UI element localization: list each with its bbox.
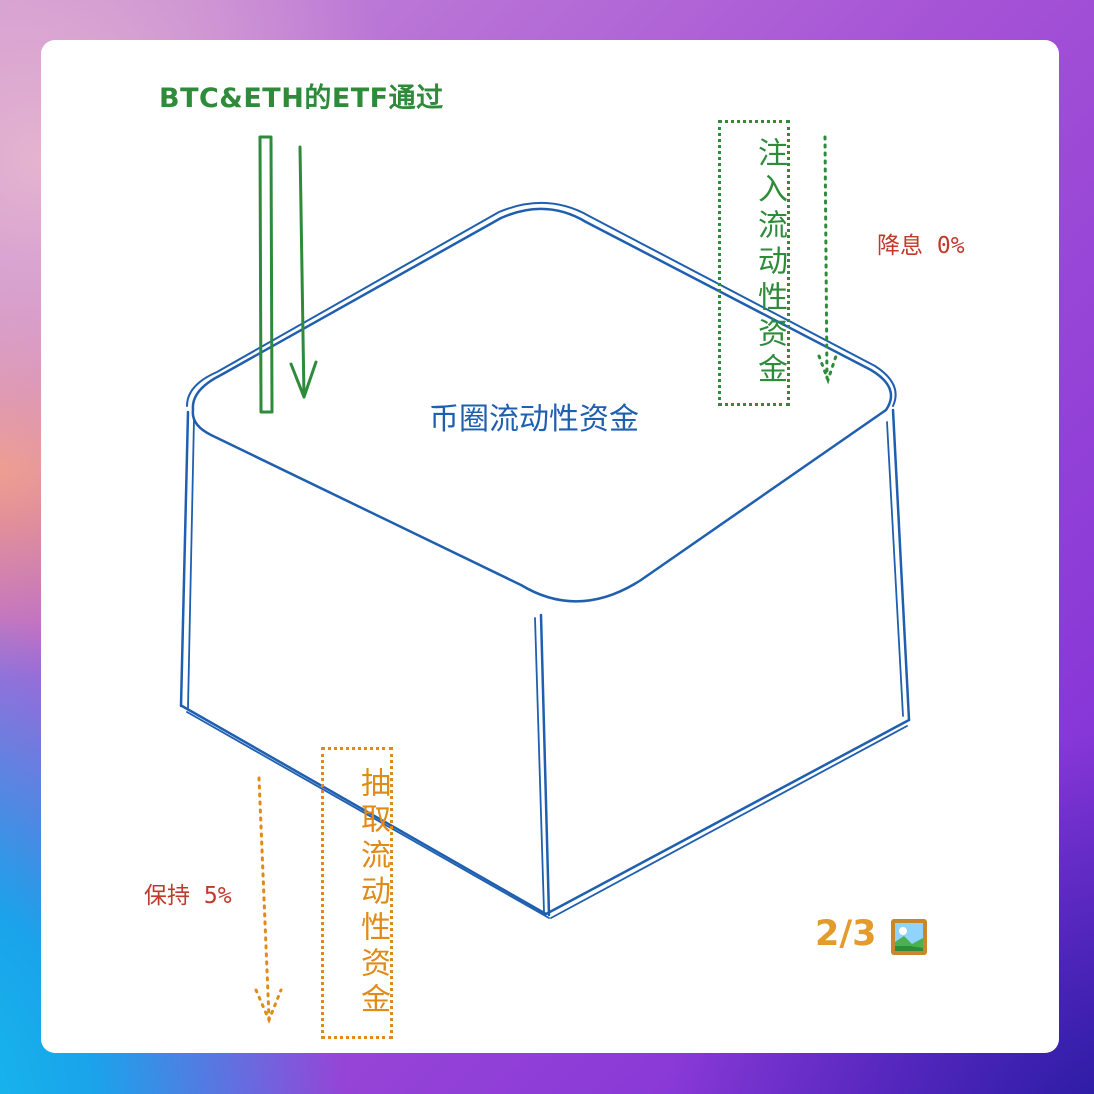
cube-bottom-left-edge — [180, 704, 548, 916]
etf-double-line-bar — [258, 135, 274, 414]
liquidity-cube — [179, 202, 911, 919]
cube-bottom-left-edge-echo — [186, 711, 550, 919]
etf-arrow-shaft — [298, 145, 306, 399]
cube-top-face — [191, 207, 893, 603]
diagram-card: BTC&ETH的ETF通过 币圈流动性资金 注入流动性资金 降息 0% 抽取流动… — [41, 40, 1059, 1053]
cube-front-edge-echo — [534, 617, 545, 913]
cube-front-edge — [539, 613, 551, 917]
extract-liquidity-box: 抽取流动性资金 — [321, 747, 393, 1039]
framed-picture-icon — [891, 919, 927, 955]
cube-left-edge-echo — [187, 417, 195, 709]
page-number: 2/3 — [815, 914, 877, 954]
crypto-liquidity-label: 币圈流动性资金 — [429, 402, 639, 437]
rate-cut-label: 降息 0% — [877, 233, 965, 259]
cube-right-edge — [891, 408, 911, 722]
inject-dotted-arrow — [817, 135, 839, 385]
inject-liquidity-box: 注入流动性资金 — [718, 120, 790, 406]
etf-approval-label: BTC&ETH的ETF通过 — [159, 83, 444, 114]
extract-dotted-arrow — [254, 776, 283, 1024]
etf-arrow-head — [289, 360, 318, 399]
etf-inflow-arrows — [258, 135, 318, 414]
cube-left-edge — [179, 410, 190, 708]
cube-bottom-right-edge — [544, 718, 911, 916]
cube-bottom-right-edge-echo — [550, 725, 908, 919]
cube-right-edge-echo — [886, 421, 904, 717]
diagram-canvas — [179, 135, 911, 1024]
hold-rate-label: 保持 5% — [144, 883, 232, 909]
cube-top-face-echo — [186, 202, 897, 407]
